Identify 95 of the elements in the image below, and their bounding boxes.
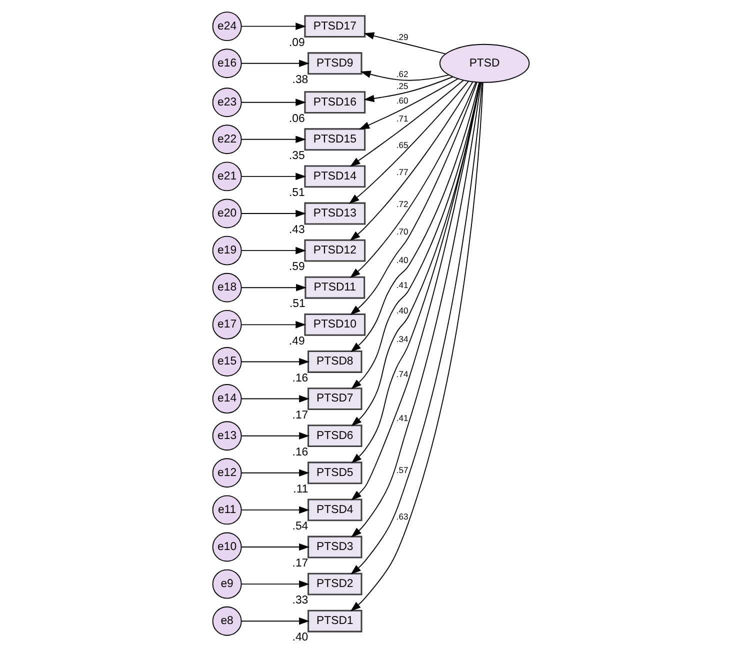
arrow xyxy=(240,580,310,588)
arrow xyxy=(240,246,306,254)
arrow xyxy=(350,81,474,241)
node-label: .49 xyxy=(288,335,305,348)
edge-label: .41 xyxy=(396,280,408,290)
arrow xyxy=(350,82,476,278)
arrow xyxy=(240,358,310,366)
arrow xyxy=(350,80,464,167)
edge-label: .29 xyxy=(396,32,408,42)
node-label: .17 xyxy=(292,558,308,570)
arrow xyxy=(240,22,306,30)
node-circle: e24 xyxy=(212,12,242,42)
node-circle: e14 xyxy=(212,384,242,414)
edge-label: .77 xyxy=(396,166,408,177)
arrow xyxy=(350,82,478,316)
edge-label: .71 xyxy=(396,114,408,124)
node-circle: e13 xyxy=(212,421,242,451)
node-circle: e16 xyxy=(212,48,242,78)
node-label: .38 xyxy=(292,74,308,86)
arrow xyxy=(240,60,310,68)
edge-label: .63 xyxy=(396,512,408,522)
arrow xyxy=(240,432,310,440)
node-circle: e20 xyxy=(212,198,242,228)
node-label: .06 xyxy=(288,112,305,125)
arrow xyxy=(240,210,306,218)
edge-label: .70 xyxy=(396,226,408,237)
node-circle: e19 xyxy=(212,236,242,266)
edge-label: .72 xyxy=(396,199,408,210)
arrow xyxy=(240,543,310,551)
node-box: PTSD6 xyxy=(308,424,362,448)
node-box: PTSD9 xyxy=(308,52,362,75)
node-box: PTSD14 xyxy=(304,165,366,188)
node-circle: e21 xyxy=(212,162,242,192)
node-circle: e15 xyxy=(212,347,242,376)
arrow xyxy=(240,469,310,477)
edge-label: .40 xyxy=(396,305,408,316)
node-label: .17 xyxy=(292,409,308,422)
edge-label: .62 xyxy=(396,68,408,79)
node-label: .43 xyxy=(288,224,305,236)
edge-label: .57 xyxy=(396,465,408,476)
arrow xyxy=(240,395,310,402)
node-circle: e22 xyxy=(212,124,242,154)
edge-label: .25 xyxy=(396,81,408,92)
node-label: .33 xyxy=(292,594,308,607)
node-label: .11 xyxy=(293,483,308,496)
node-box: PTSD15 xyxy=(304,128,366,151)
arrow xyxy=(240,136,306,144)
node-label: .09 xyxy=(288,36,305,49)
edge-label: .34 xyxy=(396,334,408,344)
node-label: .35 xyxy=(288,150,305,162)
node-label: .16 xyxy=(292,446,308,458)
arrow xyxy=(364,32,446,54)
arrow xyxy=(348,81,469,204)
node-label: .51 xyxy=(288,187,305,200)
node-circle: e12 xyxy=(212,458,242,488)
node-ellipse: PTSD xyxy=(439,44,530,83)
arrow xyxy=(364,76,454,102)
node-box: PTSD4 xyxy=(308,498,362,522)
edge-label: .40 xyxy=(396,255,408,266)
node-box: PTSD16 xyxy=(304,91,366,114)
node-box: PTSD7 xyxy=(308,388,362,410)
node-box: PTSD8 xyxy=(308,350,362,373)
node-box: PTSD11 xyxy=(304,276,366,299)
edge-label: .41 xyxy=(396,412,408,423)
node-box: PTSD13 xyxy=(304,202,366,225)
edge-label: .65 xyxy=(396,140,408,150)
node-label: .40 xyxy=(292,632,308,644)
node-circle: e23 xyxy=(212,88,242,118)
arrow xyxy=(359,78,458,130)
arrow xyxy=(240,321,306,328)
node-circle: e11 xyxy=(212,495,242,525)
node-box: PTSD12 xyxy=(304,239,366,262)
node-box: PTSD2 xyxy=(308,572,362,596)
edge-label: .74 xyxy=(396,369,408,380)
node-label: .51 xyxy=(289,298,306,310)
node-label: .16 xyxy=(292,372,308,384)
node-box: PTSD3 xyxy=(308,536,362,558)
arrow xyxy=(240,98,306,106)
arrow xyxy=(240,617,310,625)
arrow xyxy=(240,506,310,514)
node-circle: e18 xyxy=(212,272,242,302)
node-box: PTSD10 xyxy=(304,313,366,336)
node-label: .54 xyxy=(292,520,308,533)
edge-label: .60 xyxy=(396,95,408,106)
arrow xyxy=(240,284,307,292)
node-circle: e8 xyxy=(212,606,242,636)
node-label: .59 xyxy=(288,261,305,274)
node-box: PTSD17 xyxy=(304,15,366,38)
node-circle: e10 xyxy=(212,532,242,562)
arrow xyxy=(360,70,450,81)
node-box: PTSD5 xyxy=(308,462,362,484)
node-circle: e9 xyxy=(212,569,242,599)
arrow xyxy=(240,172,306,180)
node-circle: e17 xyxy=(212,310,242,340)
node-box: PTSD1 xyxy=(308,610,362,632)
